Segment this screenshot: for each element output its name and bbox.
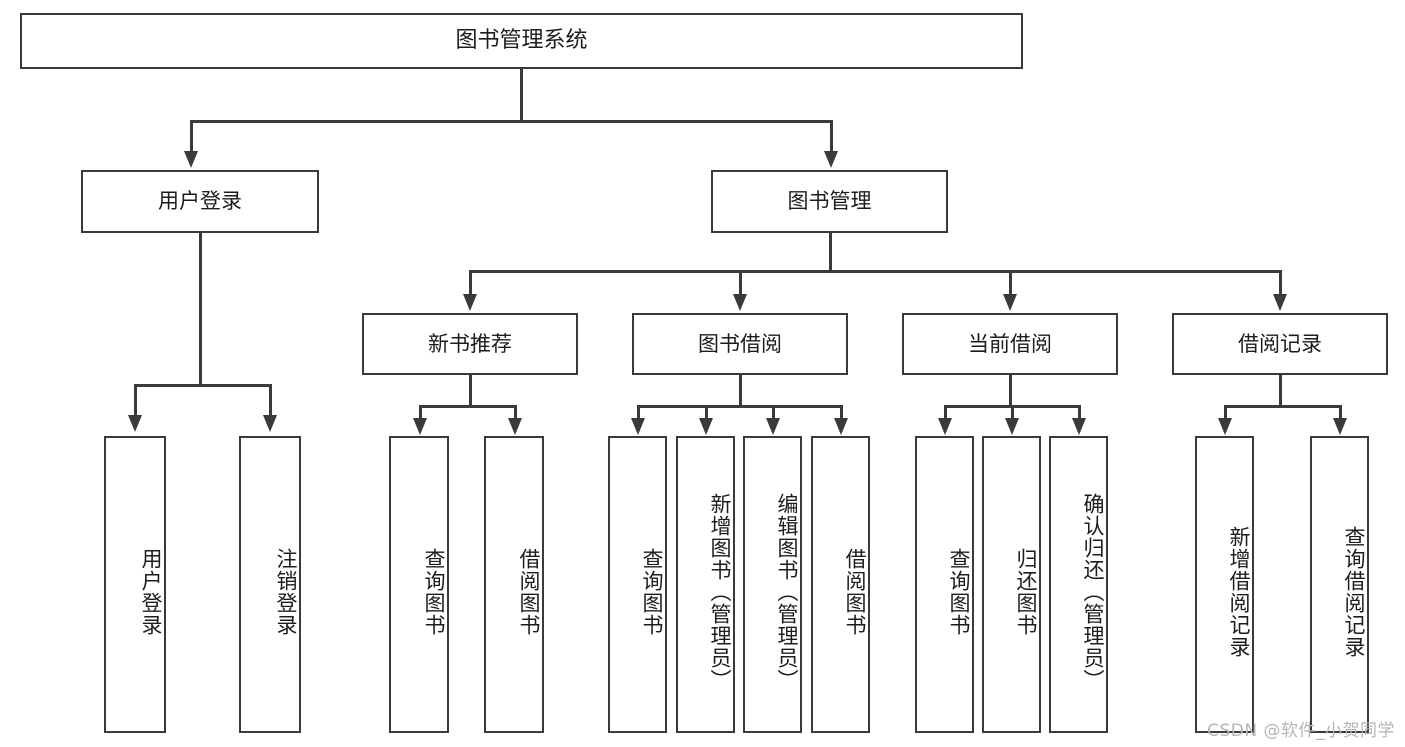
connector-new-book-trunk [469, 375, 472, 407]
node-book-management[interactable]: 图书管理 [711, 170, 948, 233]
connector-drop-br-1 [1224, 405, 1227, 421]
leaf-book-borrow-edit-book-admin[interactable]: 编辑图书（管理员） [743, 436, 802, 733]
connector-drop-br-2 [1339, 405, 1342, 421]
leaf-current-borrow-query-book[interactable]: 查询图书 [915, 436, 974, 733]
arrowhead-cb-2 [1005, 418, 1019, 435]
arrowhead-nb-2 [508, 418, 522, 435]
connector-drop-bb-4 [840, 405, 843, 421]
leaf-book-borrow-borrow-book[interactable]: 借阅图书 [811, 436, 870, 733]
node-book-borrow[interactable]: 图书借阅 [632, 313, 848, 375]
connector-drop-cb-2 [1011, 405, 1014, 421]
node-root-library-system[interactable]: 图书管理系统 [20, 13, 1023, 69]
connector-drop-user-login [190, 120, 193, 153]
node-new-book-recommend[interactable]: 新书推荐 [362, 313, 578, 375]
arrowhead-bb-1 [631, 418, 645, 435]
arrowhead-book-manage [824, 151, 838, 168]
arrowhead-user-login [184, 151, 198, 168]
connector-root-trunk [520, 69, 523, 120]
connector-current-borrow-trunk [1009, 375, 1012, 407]
arrowhead-nb-1 [413, 418, 427, 435]
connector-drop-nb-1 [419, 405, 422, 421]
arrowhead-bb-4 [834, 418, 848, 435]
connector-drop-current-borrow [1009, 270, 1012, 296]
leaf-borrow-record-add-record[interactable]: 新增借阅记录 [1195, 436, 1254, 733]
arrowhead-cb-1 [938, 418, 952, 435]
connector-book-manage-trunk [829, 233, 832, 273]
connector-drop-cb-3 [1078, 405, 1081, 421]
connector-book-borrow-trunk [739, 375, 742, 407]
connector-drop-login-1 [134, 384, 137, 417]
leaf-current-borrow-return-book[interactable]: 归还图书 [982, 436, 1041, 733]
connector-drop-new-book [469, 270, 472, 296]
arrowhead-new-book [463, 294, 477, 311]
connector-drop-borrow-record [1279, 270, 1282, 296]
connector-user-login-bus [134, 384, 271, 387]
node-user-login[interactable]: 用户登录 [81, 170, 319, 233]
connector-borrow-record-bus [1224, 405, 1341, 408]
arrowhead-bb-2 [699, 418, 713, 435]
arrowhead-book-borrow [733, 294, 747, 311]
arrowhead-cb-3 [1072, 418, 1086, 435]
leaf-new-book-borrow-book[interactable]: 借阅图书 [484, 436, 544, 733]
leaf-book-borrow-query-book[interactable]: 查询图书 [608, 436, 667, 733]
connector-drop-bb-3 [772, 405, 775, 421]
connector-user-login-trunk [199, 233, 202, 386]
connector-drop-bb-2 [705, 405, 708, 421]
connector-drop-login-2 [269, 384, 272, 417]
arrowhead-borrow-record [1273, 294, 1287, 311]
node-borrow-record[interactable]: 借阅记录 [1172, 313, 1388, 375]
leaf-user-login-logout[interactable]: 注销登录 [239, 436, 301, 733]
arrowhead-br-1 [1218, 418, 1232, 435]
connector-drop-book-borrow [739, 270, 742, 296]
connector-drop-cb-1 [944, 405, 947, 421]
arrowhead-login-1 [128, 415, 142, 432]
connector-book-manage-bus [469, 270, 1281, 273]
connector-book-borrow-bus [637, 405, 841, 408]
connector-borrow-record-trunk [1279, 375, 1282, 407]
connector-root-bus [190, 120, 833, 123]
arrowhead-bb-3 [766, 418, 780, 435]
connector-drop-book-manage [830, 120, 833, 153]
connector-new-book-bus [419, 405, 517, 408]
leaf-new-book-query-book[interactable]: 查询图书 [389, 436, 449, 733]
leaf-user-login-do-login[interactable]: 用户登录 [104, 436, 166, 733]
arrowhead-current-borrow [1003, 294, 1017, 311]
connector-drop-bb-1 [637, 405, 640, 421]
leaf-current-borrow-confirm-return-admin[interactable]: 确认归还（管理员） [1049, 436, 1108, 733]
arrowhead-login-2 [263, 415, 277, 432]
arrowhead-br-2 [1333, 418, 1347, 435]
leaf-borrow-record-query-record[interactable]: 查询借阅记录 [1310, 436, 1369, 733]
node-current-borrow[interactable]: 当前借阅 [902, 313, 1118, 375]
leaf-book-borrow-add-book-admin[interactable]: 新增图书（管理员） [676, 436, 735, 733]
connector-drop-nb-2 [514, 405, 517, 421]
